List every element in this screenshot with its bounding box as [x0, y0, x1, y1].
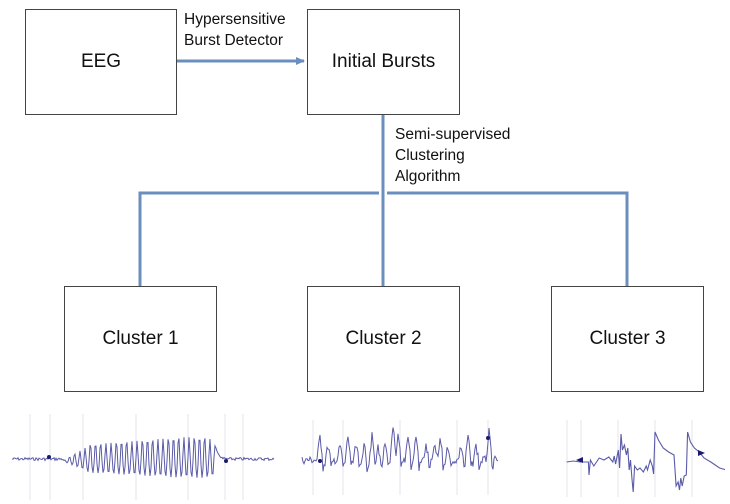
- burst-end-marker: [698, 450, 705, 456]
- clustering-label-line2: Clustering: [395, 147, 465, 164]
- burst-end-marker: [224, 459, 228, 463]
- cluster3-waveform: [566, 420, 725, 497]
- detector-label: Hypersensitive Burst Detector: [184, 9, 286, 51]
- cluster2-node-label: Cluster 2: [345, 328, 422, 349]
- branch-right: [387, 191, 629, 286]
- clustering-label: Semi-supervised Clustering Algorithm: [395, 124, 510, 187]
- eeg-node: EEG: [25, 9, 177, 115]
- detector-label-line1: Hypersensitive: [184, 11, 286, 28]
- waveform-trace: [566, 431, 725, 493]
- burst-start-marker: [47, 455, 51, 459]
- branch-left: [138, 191, 379, 286]
- detector-label-line2: Burst Detector: [184, 32, 284, 49]
- eeg-node-label: EEG: [80, 51, 122, 72]
- waveform-trace: [11, 437, 275, 478]
- burst-start-marker: [576, 457, 583, 463]
- burst-start-marker: [318, 459, 322, 463]
- cluster1-node: Cluster 1: [64, 286, 217, 392]
- clustering-label-line1: Semi-supervised: [395, 126, 511, 143]
- cluster1-node-label: Cluster 1: [102, 328, 179, 349]
- cluster2-waveform: [301, 420, 499, 495]
- initial-bursts-node-label: Initial Bursts: [331, 51, 436, 72]
- cluster1-waveform: [11, 414, 275, 500]
- cluster3-node-label: Cluster 3: [589, 328, 666, 349]
- waveform-trace: [301, 427, 499, 473]
- clustering-label-line3: Algorithm: [395, 168, 461, 185]
- cluster2-node: Cluster 2: [307, 286, 460, 392]
- initial-bursts-node: Initial Bursts: [307, 9, 460, 115]
- burst-end-marker: [486, 436, 490, 440]
- cluster3-node: Cluster 3: [551, 286, 704, 392]
